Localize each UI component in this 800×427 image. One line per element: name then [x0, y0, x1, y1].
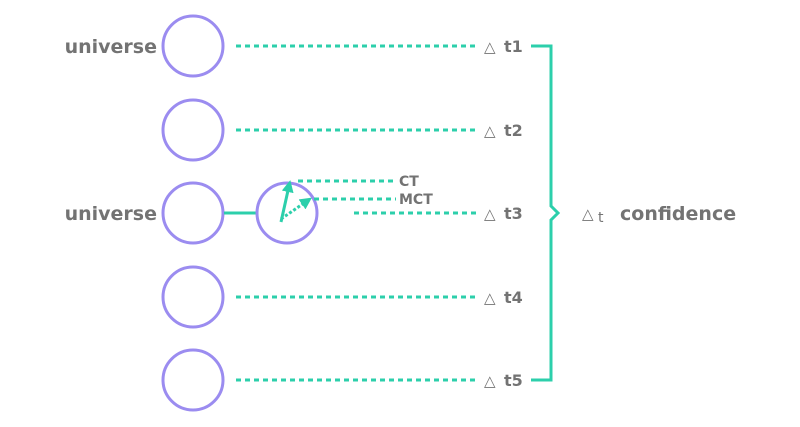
universe-circle-4	[161, 265, 225, 329]
universe-circle-3	[161, 181, 225, 245]
universe-circle-5	[161, 348, 225, 412]
mct-label: MCT	[399, 192, 433, 208]
ct-arrow	[279, 180, 294, 223]
delta-symbol-t5: △	[484, 372, 496, 390]
delta-symbol-t1: △	[484, 38, 496, 56]
universe-circle-1	[161, 14, 225, 78]
confidence-delta-symbol: △	[582, 205, 594, 223]
universe-label-mid: universe	[65, 203, 157, 225]
delta-symbol-t3: △	[484, 205, 496, 223]
t4-label: t4	[504, 288, 523, 307]
confidence-t-label: t	[598, 210, 604, 226]
t5-label: t5	[504, 371, 523, 390]
t2-label: t2	[504, 121, 523, 140]
ct-label: CT	[399, 174, 419, 190]
t3-label: t3	[504, 204, 523, 223]
universe-circle-2	[161, 98, 225, 162]
t1-label: t1	[504, 37, 523, 56]
delta-symbol-t4: △	[484, 289, 496, 307]
grouping-brace	[531, 44, 561, 382]
confidence-label: confidence	[620, 203, 736, 225]
delta-symbol-t2: △	[484, 122, 496, 140]
mct-arrow	[280, 197, 312, 221]
universe-label-top: universe	[65, 36, 157, 58]
